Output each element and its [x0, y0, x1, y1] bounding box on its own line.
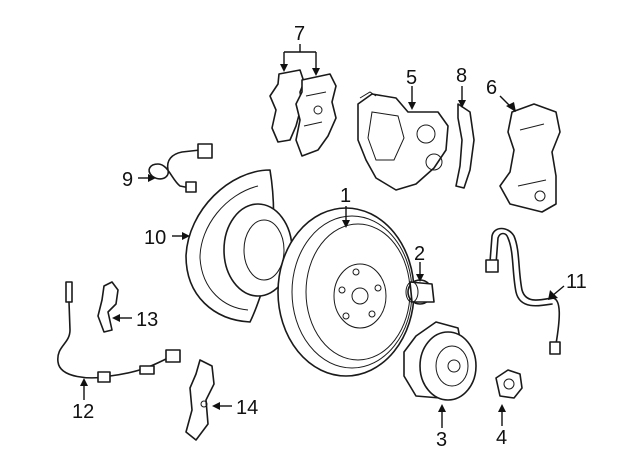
part-brake-caliper — [357, 91, 449, 191]
part-sensor-bracket — [97, 281, 119, 333]
callout-12: 12 — [72, 401, 94, 423]
part-hub-nut — [495, 369, 523, 399]
part-splash-shield — [185, 169, 293, 323]
part-hub-bearing — [403, 321, 477, 401]
callout-10: 10 — [144, 227, 166, 249]
part-bushing — [405, 279, 435, 305]
callout-7: 7 — [294, 23, 305, 45]
callout-5: 5 — [406, 67, 417, 89]
part-caliper-spring — [455, 103, 475, 189]
part-pad-wear-sensor — [148, 143, 213, 193]
part-caliper-bracket — [499, 103, 561, 213]
callout-2: 2 — [414, 243, 425, 265]
part-mounting-bracket — [185, 359, 215, 441]
callout-8: 8 — [456, 65, 467, 87]
callout-4: 4 — [496, 427, 507, 449]
leader-lines — [80, 44, 565, 428]
callout-6: 6 — [486, 77, 497, 99]
callout-11: 11 — [566, 271, 587, 293]
callout-3: 3 — [436, 429, 447, 451]
callout-9: 9 — [122, 169, 133, 191]
callout-13: 13 — [136, 309, 158, 331]
part-brake-pads — [269, 69, 337, 157]
callout-labels: 1 2 3 4 5 6 7 8 9 10 11 12 13 14 — [72, 23, 587, 451]
part-brake-rotor — [277, 207, 415, 377]
part-brake-hose — [485, 227, 561, 355]
callout-14: 14 — [236, 397, 258, 419]
part-speed-sensor — [57, 281, 181, 383]
callout-1: 1 — [340, 185, 351, 207]
